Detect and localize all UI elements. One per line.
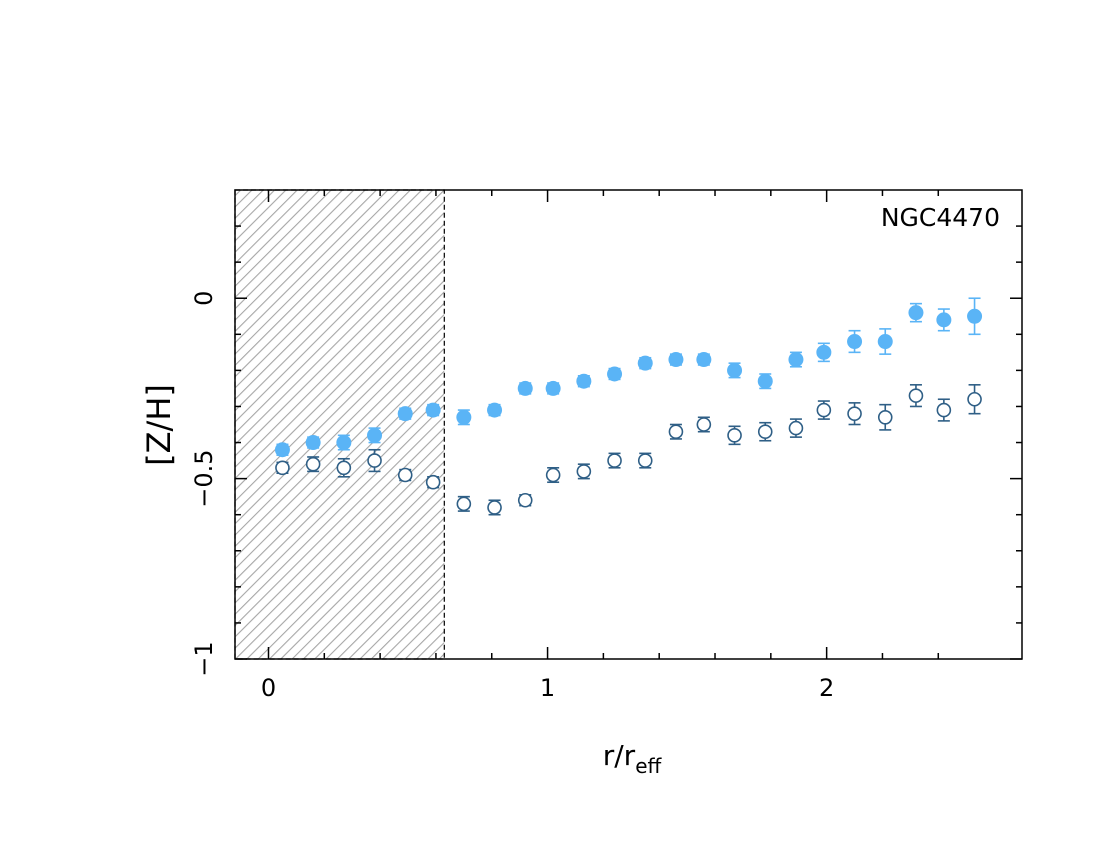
y-tick-label: −0.5 — [190, 449, 218, 507]
series-filled — [274, 297, 983, 458]
data-point-filled — [607, 366, 623, 382]
data-point-filled — [425, 402, 441, 418]
data-point-filled — [367, 427, 383, 443]
x-tick-label: 1 — [540, 674, 555, 702]
data-point-filled — [757, 373, 773, 389]
data-point-filled — [696, 352, 712, 368]
data-point-open — [397, 467, 413, 483]
data-point-open — [668, 424, 684, 440]
data-point-open — [936, 402, 952, 418]
data-point-open — [336, 460, 352, 476]
data-point-open — [696, 417, 712, 432]
data-point-filled — [545, 380, 561, 396]
data-point-open — [487, 500, 502, 515]
data-point-open — [275, 460, 290, 476]
x-axis-label-sub: eff — [635, 754, 662, 778]
data-point-open — [967, 391, 982, 407]
data-point-open — [305, 456, 321, 472]
y-tick-label: 0 — [190, 291, 218, 306]
data-point-open — [727, 428, 742, 443]
plot-frame — [234, 189, 1023, 660]
data-point-filled — [847, 334, 863, 350]
data-point-filled — [877, 334, 893, 350]
data-point-open — [576, 464, 592, 479]
data-point-filled — [456, 409, 472, 425]
data-point-filled — [727, 362, 743, 378]
y-tick-labels: −1 −0.5 0 — [190, 291, 218, 677]
x-tick-labels: 0 1 2 — [261, 674, 834, 702]
data-point-filled — [274, 442, 290, 458]
data-point-open — [847, 406, 862, 421]
data-point-filled — [487, 402, 503, 418]
data-point-filled — [936, 312, 952, 328]
data-point-filled — [576, 373, 592, 389]
x-tick-label: 2 — [819, 674, 834, 702]
x-axis-label: r/reff — [603, 739, 663, 778]
data-point-filled — [336, 435, 352, 451]
y-tick-label: −1 — [190, 641, 218, 676]
x-tick-label: 0 — [261, 674, 276, 702]
x-axis-label-main: r/r — [603, 739, 636, 772]
data-point-open — [816, 402, 832, 418]
shaded-region — [234, 189, 445, 660]
data-point-open — [545, 467, 561, 483]
data-point-open — [425, 474, 441, 490]
data-point-filled — [637, 355, 653, 371]
data-point-filled — [816, 344, 832, 360]
axis-ticks — [235, 190, 1022, 660]
data-point-open — [788, 420, 804, 436]
data-point-filled — [397, 406, 413, 422]
data-point-filled — [668, 352, 684, 368]
annotation-label: NGC4470 — [881, 203, 1000, 232]
shaded-region-rect — [234, 189, 445, 660]
data-point-open — [517, 492, 533, 508]
data-point-open — [637, 453, 653, 468]
series-open — [275, 384, 982, 516]
data-point-open — [757, 424, 773, 440]
data-point-filled — [788, 352, 804, 368]
data-point-open — [877, 409, 893, 425]
y-axis-label: [Z/H] — [140, 384, 178, 466]
data-point-filled — [967, 308, 983, 324]
data-point-filled — [305, 435, 321, 451]
data-point-open — [607, 453, 622, 468]
data-point-filled — [908, 305, 924, 321]
data-series — [274, 297, 983, 516]
data-point-open — [908, 388, 924, 403]
data-point-filled — [517, 380, 533, 396]
data-point-open — [456, 496, 472, 512]
data-point-open — [367, 453, 382, 468]
